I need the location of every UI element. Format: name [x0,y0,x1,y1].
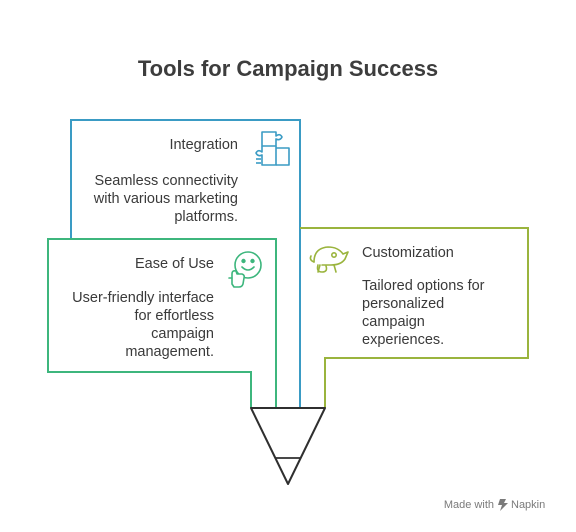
diagram-title: Tools for Campaign Success [138,56,438,81]
integration-card-title: Integration [169,137,238,153]
smiley-thumbs-up-icon [228,251,262,288]
customization-card-title: Customization [362,245,454,261]
ease-of-use-card-title: Ease of Use [135,256,214,272]
credit-brand: Napkin [511,499,545,511]
made-with-napkin-credit[interactable]: Made with Napkin [444,499,545,511]
customization-card-description-line: experiences. [362,332,444,348]
integration-card-description-line: Seamless connectivity [95,173,239,189]
ease-of-use-card: Ease of Use User-friendly interface for … [47,238,277,408]
ease-of-use-card-description-line: User-friendly interface [72,290,214,306]
integration-card-description-line: with various marketing [93,191,238,207]
customization-card-description-line: Tailored options for [362,278,485,294]
puzzle-icon [255,131,290,166]
integration-card-outline [70,119,301,408]
integration-card-description-line: platforms. [174,209,238,225]
integration-card: Integration Seamless connectivity with v… [70,119,301,408]
customization-card-description-line: campaign [362,314,425,330]
funnel-shape [250,407,326,485]
napkin-logo-icon [498,499,508,511]
ease-of-use-card-description-line: campaign [151,326,214,342]
customization-card-outline [300,227,529,408]
customization-card: Customization Tailored options for perso… [300,227,529,408]
chameleon-icon [309,246,349,273]
customization-card-description-line: personalized [362,296,444,312]
ease-of-use-card-outline [47,238,277,408]
ease-of-use-card-description-line: management. [125,344,214,360]
credit-prefix: Made with [444,499,494,511]
ease-of-use-card-description-line: for effortless [134,308,214,324]
